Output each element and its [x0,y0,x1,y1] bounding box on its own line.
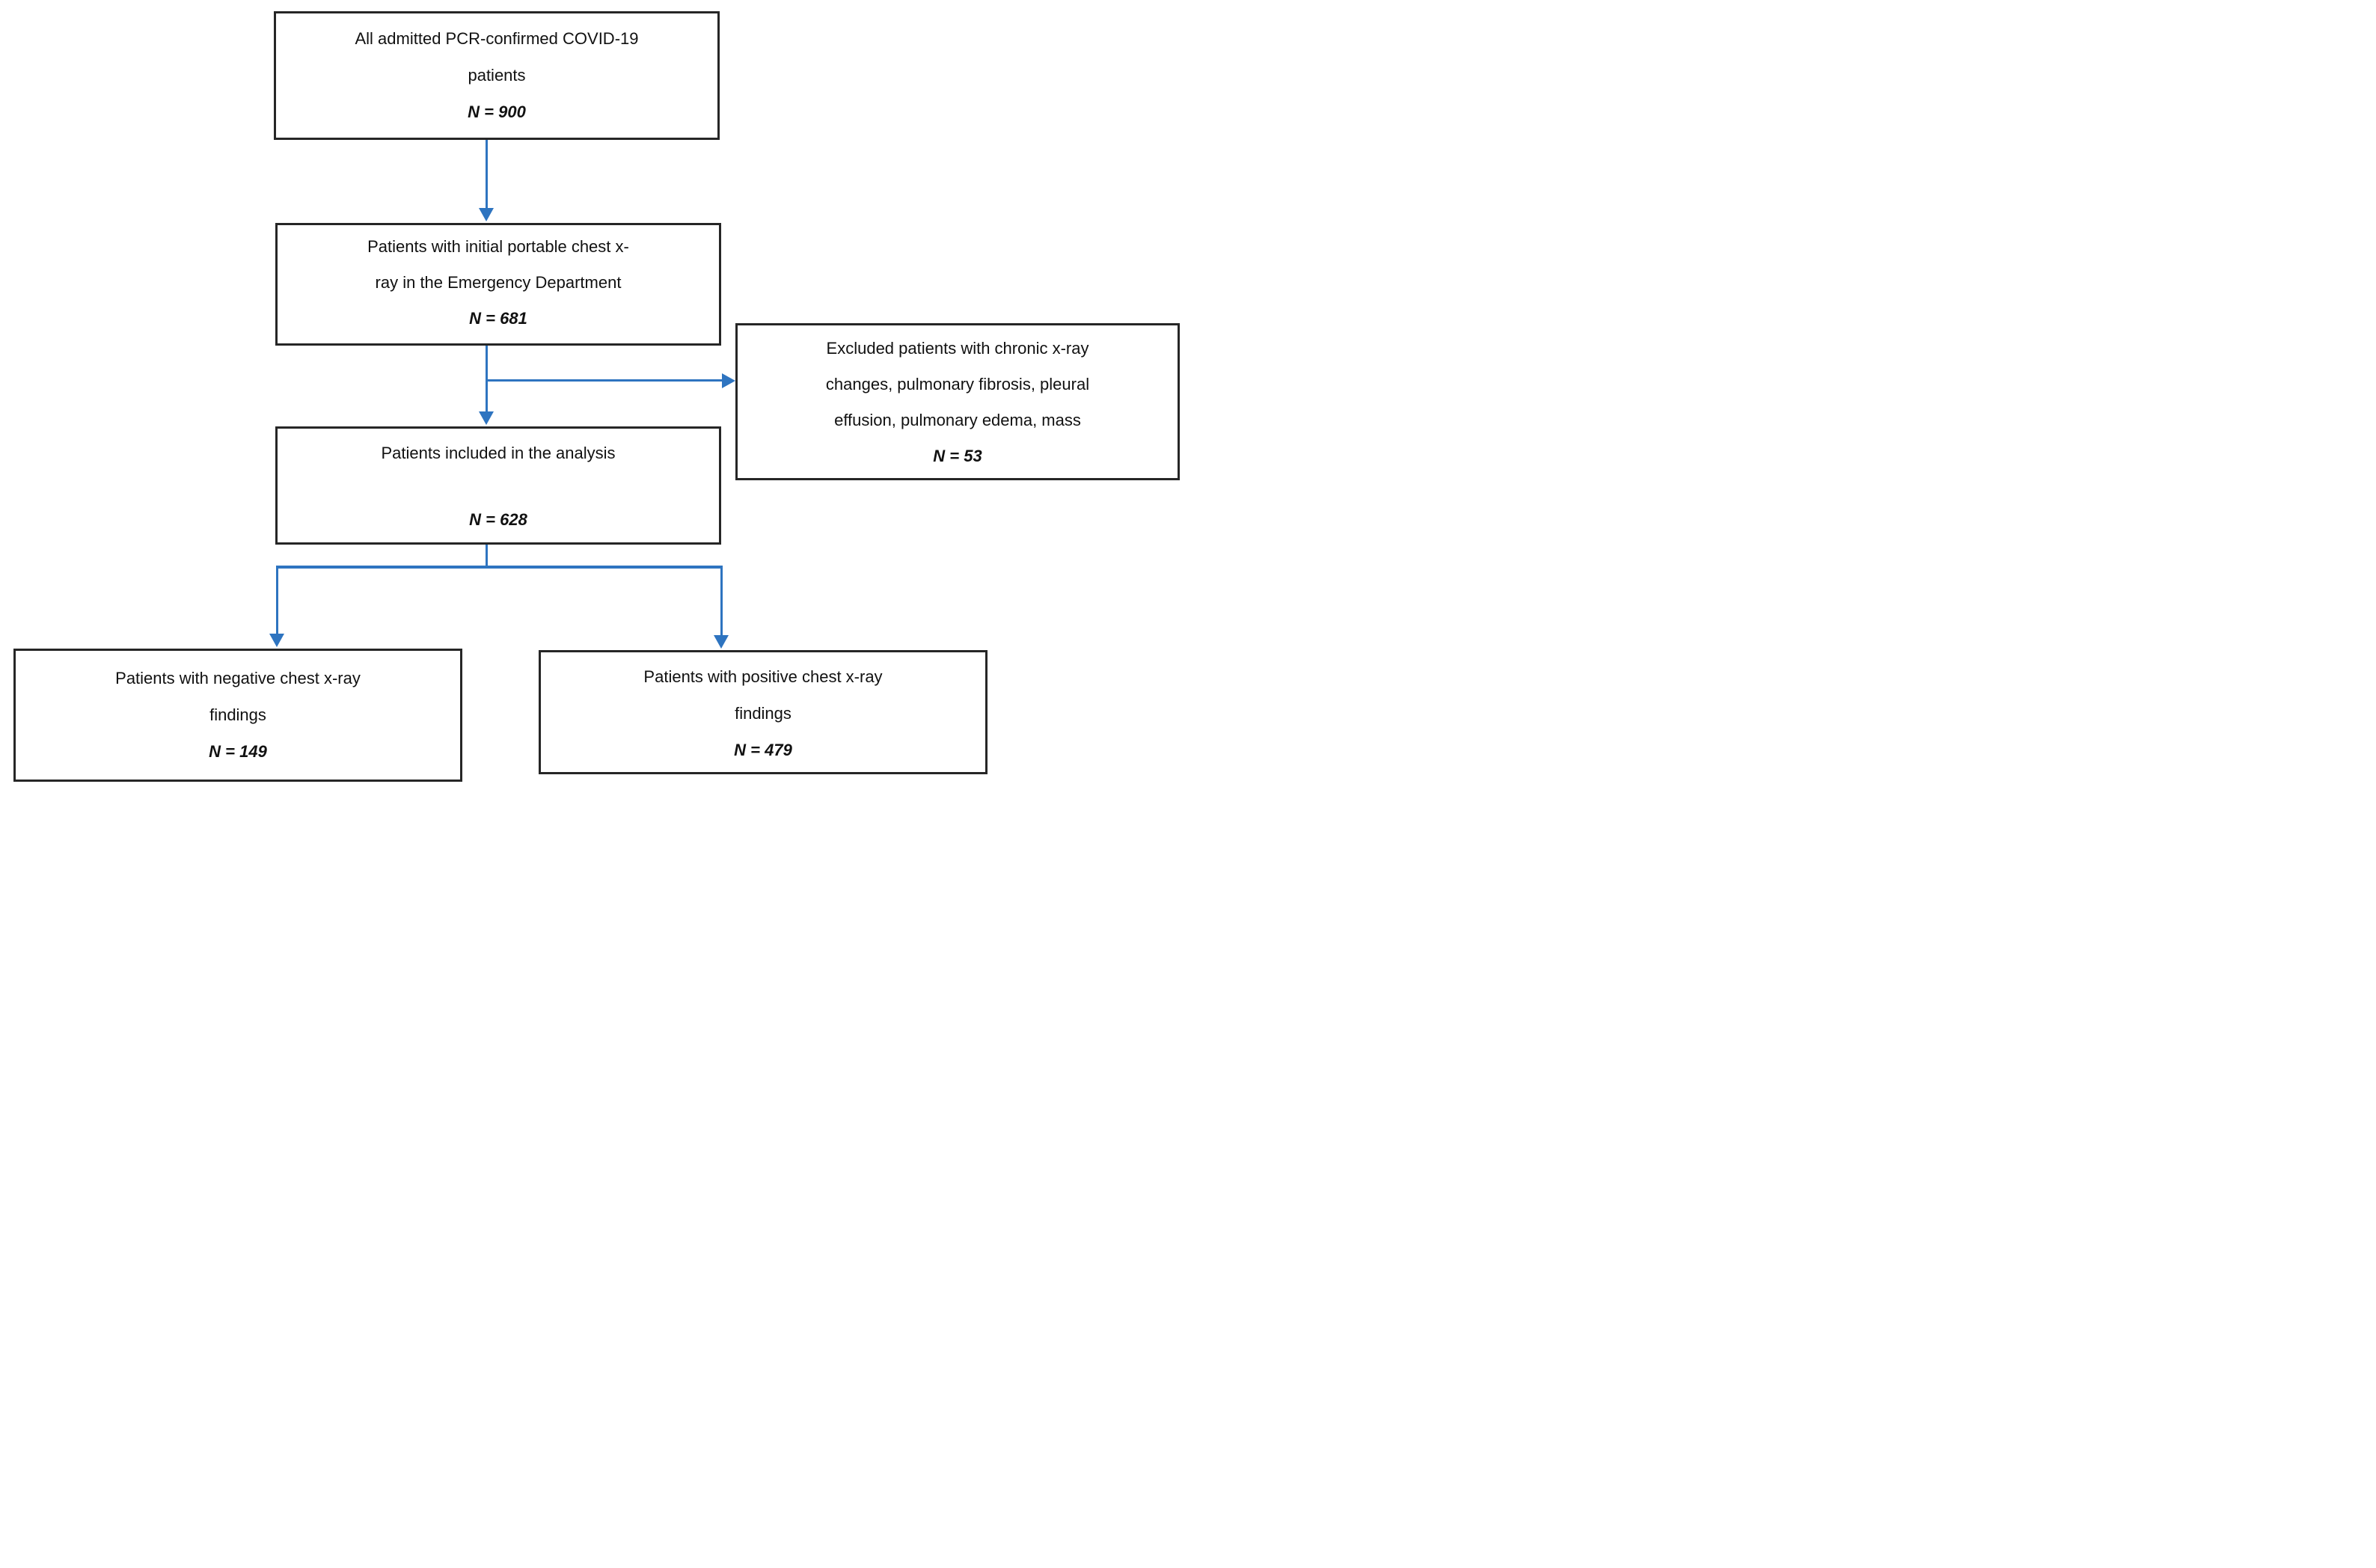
connector-admitted-to-initial-line [486,140,488,209]
arrowhead-down-icon [714,635,729,649]
node-text: Patients included in the analysis [381,444,616,462]
node-count: N = 900 [468,102,526,121]
node-count: N = 479 [734,741,792,759]
node-text: Excluded patients with chronic x-ray cha… [825,339,1090,429]
arrowhead-down-icon [479,208,494,221]
node-text: Patients with initial portable chest x- … [367,237,629,292]
patient-flow-diagram: All admitted PCR-confirmed COVID-19 pati… [0,0,1188,784]
node-text: Patients with positive chest x-ray findi… [643,667,883,723]
connector-included-stem-line [486,545,488,567]
node-count: N = 681 [469,309,527,328]
node-text: All admitted PCR-confirmed COVID-19 pati… [355,29,639,85]
connector-initial-to-excluded-line [488,379,722,382]
connector-initial-to-included-line [486,346,488,411]
node-positive-xray-findings: Patients with positive chest x-ray findi… [539,650,988,774]
node-included-in-analysis: Patients included in the analysis N = 62… [275,426,721,545]
node-negative-xray-findings: Patients with negative chest x-ray findi… [13,649,462,782]
arrowhead-down-icon [269,634,284,647]
node-text: Patients with negative chest x-ray findi… [115,669,361,724]
connector-split-to-negative-line [276,566,278,635]
arrowhead-down-icon [479,411,494,425]
node-count: N = 53 [933,447,982,465]
arrowhead-right-icon [722,373,735,388]
node-initial-portable-xray: Patients with initial portable chest x- … [275,223,721,346]
connector-split-to-positive-line [720,566,723,637]
node-excluded-patients: Excluded patients with chronic x-ray cha… [735,323,1180,480]
node-count: N = 628 [469,510,527,529]
node-count: N = 149 [209,742,267,761]
node-admitted-patients: All admitted PCR-confirmed COVID-19 pati… [274,11,720,140]
connector-split-line [276,566,723,569]
